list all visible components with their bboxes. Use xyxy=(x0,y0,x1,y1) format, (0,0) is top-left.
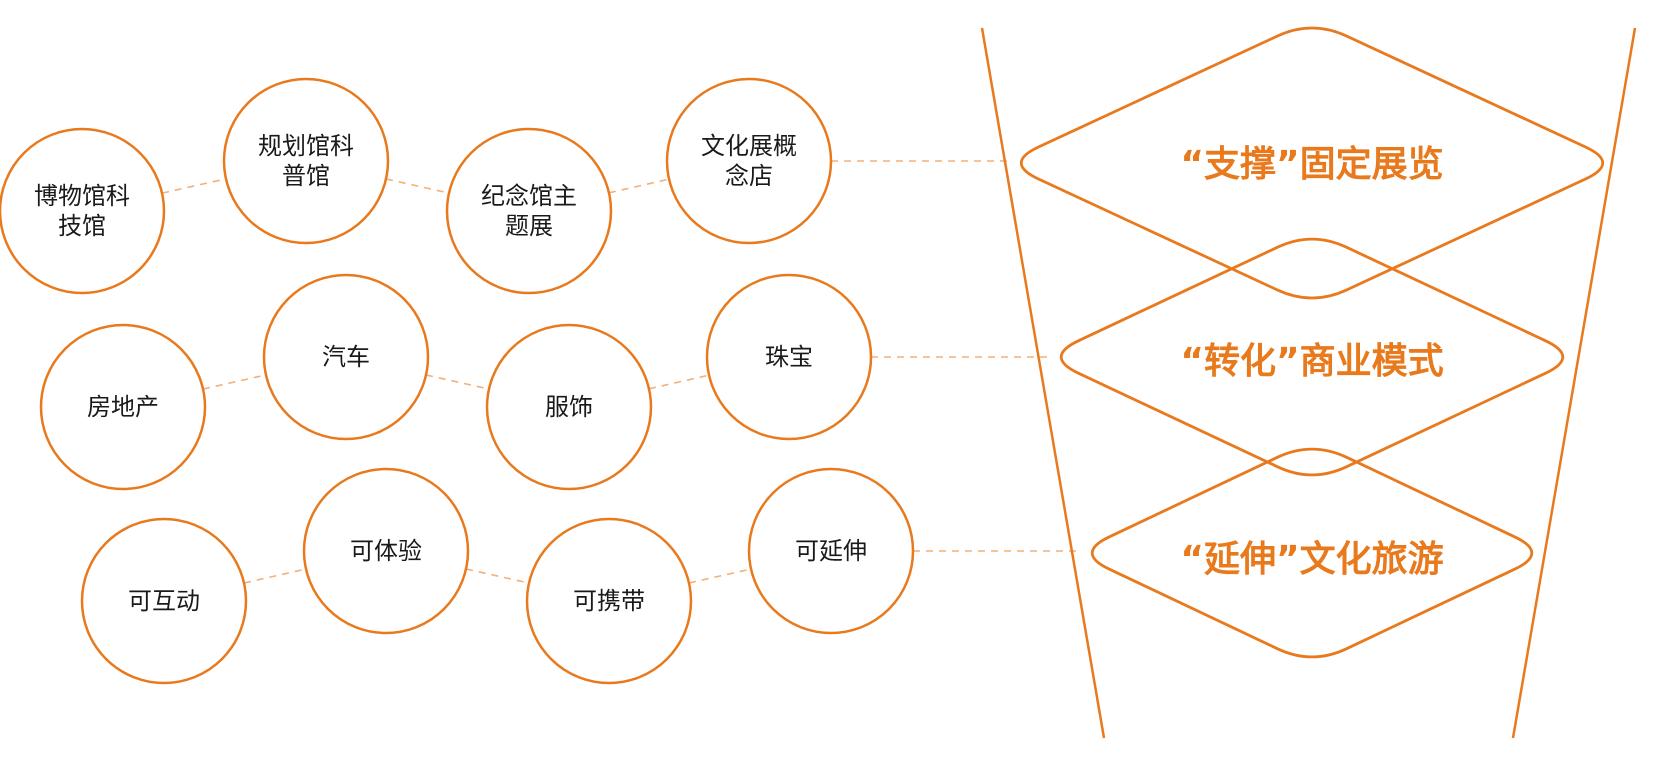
node-label: 珠宝 xyxy=(765,343,813,371)
node-link xyxy=(385,178,450,194)
node-label: 规划馆科 xyxy=(258,132,354,160)
node-circle xyxy=(665,77,833,245)
node-label: 念店 xyxy=(725,162,773,190)
node-label: 普馆 xyxy=(282,162,330,190)
node-label: 房地产 xyxy=(87,393,159,421)
node-label: 题展 xyxy=(505,212,553,240)
node-label: 技馆 xyxy=(58,212,106,240)
layer-diamond xyxy=(1019,26,1605,300)
concept-node: 汽车 xyxy=(262,273,430,441)
concept-node: 房地产 xyxy=(39,323,207,491)
node-circle xyxy=(445,127,613,295)
node-label: 服饰 xyxy=(545,393,593,421)
funnel-right-edge xyxy=(1511,27,1637,739)
layer-label: “支撑”固定展览 xyxy=(1180,144,1443,185)
node-circle xyxy=(747,467,915,635)
concept-node: 可互动 xyxy=(80,517,248,685)
node-circle xyxy=(222,77,390,245)
node-link xyxy=(648,374,710,390)
node-label: 纪念馆主 xyxy=(481,182,577,210)
node-link xyxy=(202,374,267,390)
node-link xyxy=(688,568,752,584)
layer-label: “延伸”文化旅游 xyxy=(1180,539,1443,580)
concept-node: 可携带 xyxy=(525,517,693,685)
node-circle xyxy=(705,273,873,441)
diamond-layer: “支撑”固定展览 “转化”商业模式 “延伸”文化旅游 xyxy=(1019,26,1605,659)
concept-node: 珠宝 xyxy=(705,273,873,441)
node-label: 文化展概 xyxy=(701,132,797,160)
funnel xyxy=(980,27,1637,739)
node-circle xyxy=(302,467,470,635)
node-link xyxy=(425,374,490,390)
layer-diamond xyxy=(1090,447,1534,659)
concept-node: 可延伸 xyxy=(747,467,915,635)
node-label: 汽车 xyxy=(322,343,370,371)
funnel-left-edge xyxy=(980,27,1106,739)
node-label: 可体验 xyxy=(350,537,422,565)
node-link xyxy=(465,568,530,584)
concept-node: 服饰 xyxy=(485,323,653,491)
node-link xyxy=(161,178,227,194)
layer-diamond xyxy=(1059,237,1565,477)
node-label: 可互动 xyxy=(128,587,200,615)
node-circle xyxy=(0,127,166,295)
node-label: 可携带 xyxy=(573,587,645,615)
node-label: 博物馆科 xyxy=(34,182,130,210)
node-circle xyxy=(80,517,248,685)
connector-layer xyxy=(161,160,1077,584)
node-circle xyxy=(39,323,207,491)
node-label: 可延伸 xyxy=(795,537,867,565)
node-link xyxy=(243,568,307,584)
node-circle xyxy=(485,323,653,491)
node-layer: 博物馆科技馆规划馆科普馆纪念馆主题展文化展概念店房地产汽车服饰珠宝可互动可体验可… xyxy=(0,77,915,685)
node-circle xyxy=(262,273,430,441)
node-link xyxy=(608,178,670,194)
node-circle xyxy=(525,517,693,685)
layer-label: “转化”商业模式 xyxy=(1180,341,1443,382)
concept-node: 可体验 xyxy=(302,467,470,635)
